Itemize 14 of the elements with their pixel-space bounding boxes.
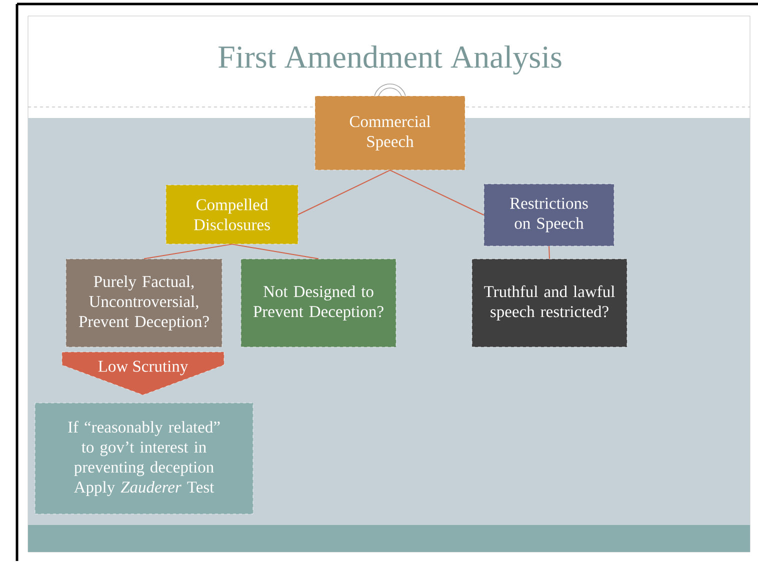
- process-box: Compelled Disclosures: [166, 184, 298, 244]
- chevron-banner: Low Scrutiny: [62, 352, 224, 396]
- result-box: If “reasonably related” to gov’t interest in preventing deception Apply Zauderer Test: [34, 402, 254, 514]
- connector-line: [144, 244, 232, 260]
- process-box: Purely Factual, Uncontroversial, Prevent Deception?: [66, 258, 222, 348]
- process-box: Not Designed to Prevent Deception?: [240, 258, 396, 348]
- connector-line: [232, 244, 319, 260]
- connector-line: [548, 246, 550, 260]
- connector-line: [390, 170, 484, 216]
- process-box: Commercial Speech: [314, 96, 466, 170]
- process-box: Truthful and lawful speech restricted?: [472, 258, 628, 348]
- slide-title: First Amendment Analysis: [218, 45, 562, 75]
- process-box: Restrictions on Speech: [484, 184, 614, 246]
- connector-line: [298, 170, 390, 215]
